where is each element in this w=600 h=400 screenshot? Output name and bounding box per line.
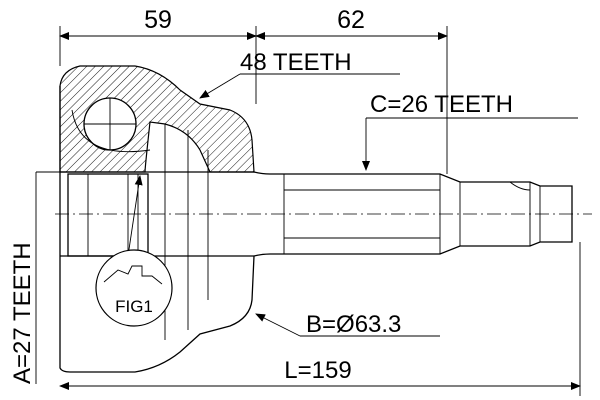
length-label: L=159 [284,357,351,384]
inner-teeth-callout: A=27 TEETH [9,171,70,384]
length-dimension: L=159 [59,242,581,396]
inner-teeth-label: A=27 TEETH [9,242,36,384]
stub-shaft [253,171,573,257]
fig1-detail: FIG1 [95,175,173,327]
top-dimensions: 59 62 [59,6,448,174]
ring-teeth-label: 48 TEETH [240,49,352,76]
diameter-callout: B=Ø63.3 [255,311,440,338]
shaft-teeth-callout: C=26 TEETH [362,91,578,171]
diameter-label: B=Ø63.3 [306,311,401,338]
joint-ball [71,97,151,153]
shaft-teeth-label: C=26 TEETH [370,91,513,118]
dim-62-label: 62 [337,6,365,34]
dim-59-label: 59 [144,6,172,34]
fig1-label: FIG1 [115,297,153,316]
ring-teeth-callout: 48 TEETH [199,49,400,99]
